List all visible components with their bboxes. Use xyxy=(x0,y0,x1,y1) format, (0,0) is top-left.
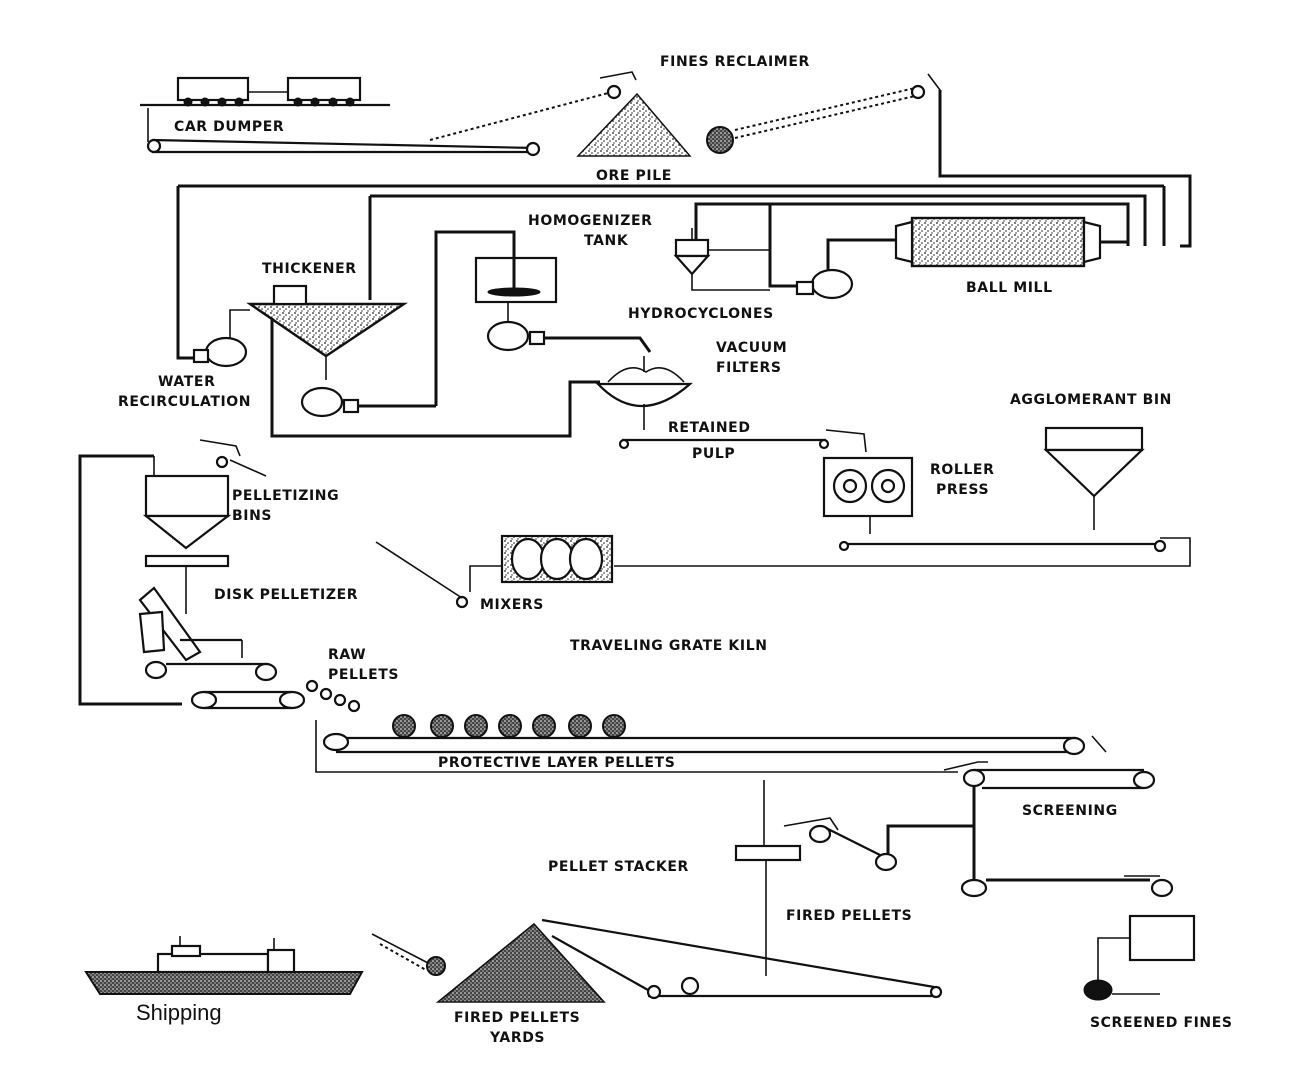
hydrocyclones xyxy=(676,228,708,274)
homogenizer-pump xyxy=(488,322,544,350)
label-fired-pellets-yards-1: FIRED PELLETS xyxy=(454,1010,580,1026)
label-agglomerant-bin: AGGLOMERANT BIN xyxy=(1010,392,1172,408)
label-water-recirculation-2: RECIRCULATION xyxy=(118,394,251,410)
label-protective-layer-pellets: PROTECTIVE LAYER PELLETS xyxy=(438,755,675,771)
label-car-dumper: CAR DUMPER xyxy=(174,119,284,135)
label-fired-pellets: FIRED PELLETS xyxy=(786,908,912,924)
raw-pellets xyxy=(307,681,359,711)
yard-reclaimer xyxy=(542,920,941,998)
label-thickener: THICKENER xyxy=(262,261,357,277)
raw-pellet-conveyor xyxy=(146,640,304,708)
traveling-grate-kiln xyxy=(393,715,625,737)
label-roller-press-1: ROLLER xyxy=(930,462,994,478)
label-retained: RETAINED xyxy=(668,420,751,436)
label-disk-pelletizer: DISK PELLETIZER xyxy=(214,587,358,603)
fired-pellets-yard-pile xyxy=(438,924,604,1002)
thickener-pump xyxy=(302,388,358,416)
label-raw-pellets-1: RAW xyxy=(328,647,366,663)
ship-loader xyxy=(372,934,445,975)
screened-fines-unit xyxy=(962,876,1194,1000)
ore-pile xyxy=(578,94,690,156)
vacuum-filters xyxy=(598,356,690,406)
label-ball-mill: BALL MILL xyxy=(966,280,1053,296)
label-pulp: PULP xyxy=(692,446,735,462)
agglomerant-conveyor xyxy=(614,538,1190,566)
label-fired-pellets-yards-2: YARDS xyxy=(489,1030,545,1046)
label-hydrocyclones: HYDROCYCLONES xyxy=(628,306,774,322)
water-recirculation-pump xyxy=(194,338,246,366)
fines-reclaimer-unit xyxy=(707,74,940,176)
fired-pellets-conveyor xyxy=(784,818,896,870)
rail-car-right xyxy=(288,78,360,106)
label-mixers: MIXERS xyxy=(480,597,544,613)
homogenizer-tank xyxy=(476,244,556,302)
label-homogenizer-tank-2: TANK xyxy=(584,233,629,249)
label-screening: SCREENING xyxy=(1022,803,1118,819)
car-dumper-unit xyxy=(140,72,636,155)
ball-mill xyxy=(896,218,1128,266)
label-vacuum-filters-2: FILTERS xyxy=(716,360,782,376)
mixer-feed-line xyxy=(376,542,462,598)
rail-car-left xyxy=(178,78,248,106)
roller-press xyxy=(824,458,912,534)
label-pelletizing-bins-1: PELLETIZING xyxy=(232,488,339,504)
label-water-recirculation-1: WATER xyxy=(158,374,215,390)
label-ore-pile: ORE PILE xyxy=(596,168,672,184)
label-pellet-stacker: PELLET STACKER xyxy=(548,859,689,875)
disk-pelletizer xyxy=(140,566,200,660)
agglomerant-bin xyxy=(1046,428,1142,530)
ball-mill-pump xyxy=(797,270,852,298)
label-traveling-grate-kiln: TRAVELING GRATE KILN xyxy=(570,638,768,654)
label-pelletizing-bins-2: BINS xyxy=(232,508,272,524)
ship xyxy=(86,936,362,994)
disk-pelletizer-feeder xyxy=(146,556,228,566)
label-shipping: Shipping xyxy=(136,1000,222,1025)
label-roller-press-2: PRESS xyxy=(936,482,989,498)
label-screened-fines: SCREENED FINES xyxy=(1090,1015,1233,1031)
screening xyxy=(944,762,1154,788)
label-vacuum-filters-1: VACUUM xyxy=(716,340,787,356)
pellet-stacker xyxy=(736,846,800,860)
label-fines-reclaimer: FINES RECLAIMER xyxy=(660,54,810,70)
label-raw-pellets-2: PELLETS xyxy=(328,667,399,683)
label-homogenizer-tank-1: HOMOGENIZER xyxy=(528,213,653,229)
